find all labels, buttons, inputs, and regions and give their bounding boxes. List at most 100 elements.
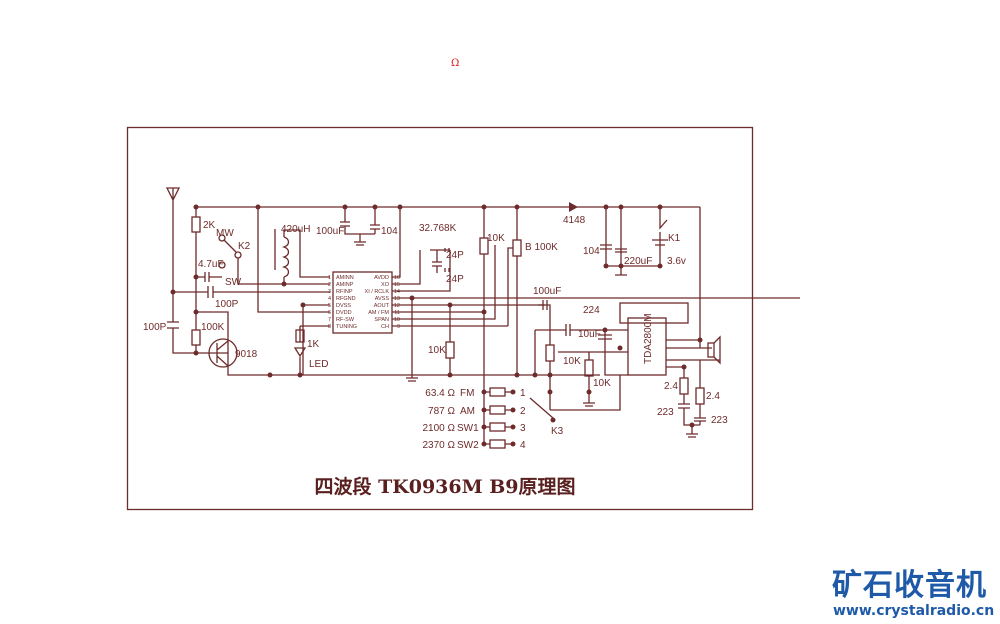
- svg-text:RFGND: RFGND: [336, 296, 356, 302]
- svg-text:13: 13: [394, 296, 400, 302]
- label-10k-b: 10K: [428, 345, 446, 356]
- svg-text:10: 10: [394, 317, 400, 323]
- label-b100k: B 100K: [525, 242, 558, 253]
- label-k1: K1: [668, 233, 681, 244]
- svg-text:RFINP: RFINP: [336, 289, 353, 295]
- svg-text:AM: AM: [460, 406, 475, 417]
- resistor-2k: [191, 216, 201, 233]
- label-104-a: 104: [381, 226, 398, 237]
- site-url: www.crystalradio.cn: [833, 603, 995, 619]
- label-led: LED: [309, 359, 328, 370]
- label-pot-10k: 10K: [563, 356, 581, 367]
- svg-text:2: 2: [328, 282, 331, 288]
- svg-text:4: 4: [520, 440, 526, 451]
- svg-text:2370 Ω: 2370 Ω: [423, 440, 456, 451]
- svg-text:XO: XO: [381, 282, 390, 288]
- svg-text:TUNING: TUNING: [336, 324, 357, 330]
- label-10k-c: 10K: [593, 378, 611, 389]
- label-2k: 2K: [203, 220, 216, 231]
- transistor-9018-icon: [208, 338, 238, 368]
- svg-text:9: 9: [397, 324, 400, 330]
- svg-text:CH: CH: [381, 324, 389, 330]
- label-10uf: 10uF: [578, 329, 601, 340]
- svg-text:787 Ω: 787 Ω: [428, 406, 455, 417]
- label-24p-b: 24P: [446, 274, 464, 285]
- label-tda2800m: TDA2800M: [643, 313, 654, 364]
- resistor-10k-b: [445, 341, 455, 359]
- site-logo: 矿石收音机: [832, 568, 987, 603]
- svg-text:11: 11: [394, 310, 400, 316]
- svg-text:FM: FM: [460, 388, 474, 399]
- label-3.6v: 3.6v: [667, 256, 686, 267]
- label-mw: MW: [216, 228, 234, 239]
- svg-text:14: 14: [394, 289, 400, 295]
- label-100uf-a: 100uF: [316, 226, 344, 237]
- label-100k: 100K: [201, 322, 225, 333]
- resistor-1k: [295, 329, 305, 343]
- label-k2: K2: [238, 241, 251, 252]
- diode-4148-icon: [569, 202, 578, 212]
- svg-text:3: 3: [328, 289, 331, 295]
- svg-text:DVSS: DVSS: [336, 303, 351, 309]
- svg-text:8: 8: [328, 324, 331, 330]
- label-4.7uf: 4.7uF: [198, 259, 224, 270]
- label-10k-a: 10K: [487, 233, 505, 244]
- svg-text:16: 16: [394, 275, 400, 281]
- label-crystal: 32.768K: [419, 223, 457, 234]
- svg-text:AOUT: AOUT: [374, 303, 390, 309]
- capacitor-100p-b: [167, 321, 179, 329]
- label-223-b: 223: [711, 415, 728, 426]
- svg-text:2: 2: [520, 406, 526, 417]
- label-1k: 1K: [307, 339, 320, 350]
- potentiometer-10k: [545, 344, 555, 362]
- label-220uf: 220uF: [624, 256, 652, 267]
- svg-text:SW1: SW1: [457, 423, 479, 434]
- capacitor-100p-a: [173, 286, 330, 298]
- label-4148: 4148: [563, 215, 586, 226]
- resistor-10k-a: [479, 237, 489, 255]
- svg-text:15: 15: [394, 282, 400, 288]
- svg-text:AVSS: AVSS: [375, 296, 390, 302]
- svg-text:6: 6: [328, 310, 331, 316]
- resistor-2.4-b: [695, 387, 705, 405]
- svg-text:3: 3: [520, 423, 526, 434]
- svg-text:RF-SW: RF-SW: [336, 317, 355, 323]
- svg-text:AM / FM: AM / FM: [368, 310, 389, 316]
- label-224: 224: [583, 305, 600, 316]
- label-24p-a: 24P: [446, 250, 464, 261]
- label-223-a: 223: [657, 407, 674, 418]
- label-9018: 9018: [235, 349, 258, 360]
- svg-text:2100 Ω: 2100 Ω: [423, 423, 456, 434]
- svg-text:1: 1: [520, 388, 526, 399]
- label-sw: SW: [225, 277, 242, 288]
- omega-marker: Ω: [451, 58, 460, 69]
- label-104-b: 104: [583, 246, 600, 257]
- svg-text:AMINN: AMINN: [336, 275, 354, 281]
- svg-text:63.4 Ω: 63.4 Ω: [425, 388, 455, 399]
- led-icon: [293, 347, 307, 358]
- resistor-2.4-a: [679, 377, 689, 395]
- label-k3: K3: [551, 426, 564, 437]
- frame: [126, 126, 754, 511]
- speaker-icon: [707, 342, 715, 358]
- svg-text:5: 5: [328, 303, 331, 309]
- svg-text:SPAN: SPAN: [374, 317, 389, 323]
- resistor-10k-c: [584, 359, 594, 377]
- svg-text:12: 12: [394, 303, 400, 309]
- label-2.4-a: 2.4: [664, 381, 678, 392]
- label-100uf-b: 100uF: [533, 286, 561, 297]
- inductor-420uh-icon: [281, 236, 290, 278]
- label-420uh: 420uH: [281, 224, 310, 235]
- diagram-title: 四波段 TK0936M B9原理图: [314, 476, 576, 498]
- amp-tda2800m: [627, 317, 667, 376]
- svg-text:SW2: SW2: [457, 440, 479, 451]
- svg-text:7: 7: [328, 317, 331, 323]
- resistor-100k: [191, 329, 201, 346]
- potentiometer-b100k: [512, 239, 522, 257]
- band-resistor-network: [484, 387, 554, 449]
- label-100p-b: 100P: [143, 322, 167, 333]
